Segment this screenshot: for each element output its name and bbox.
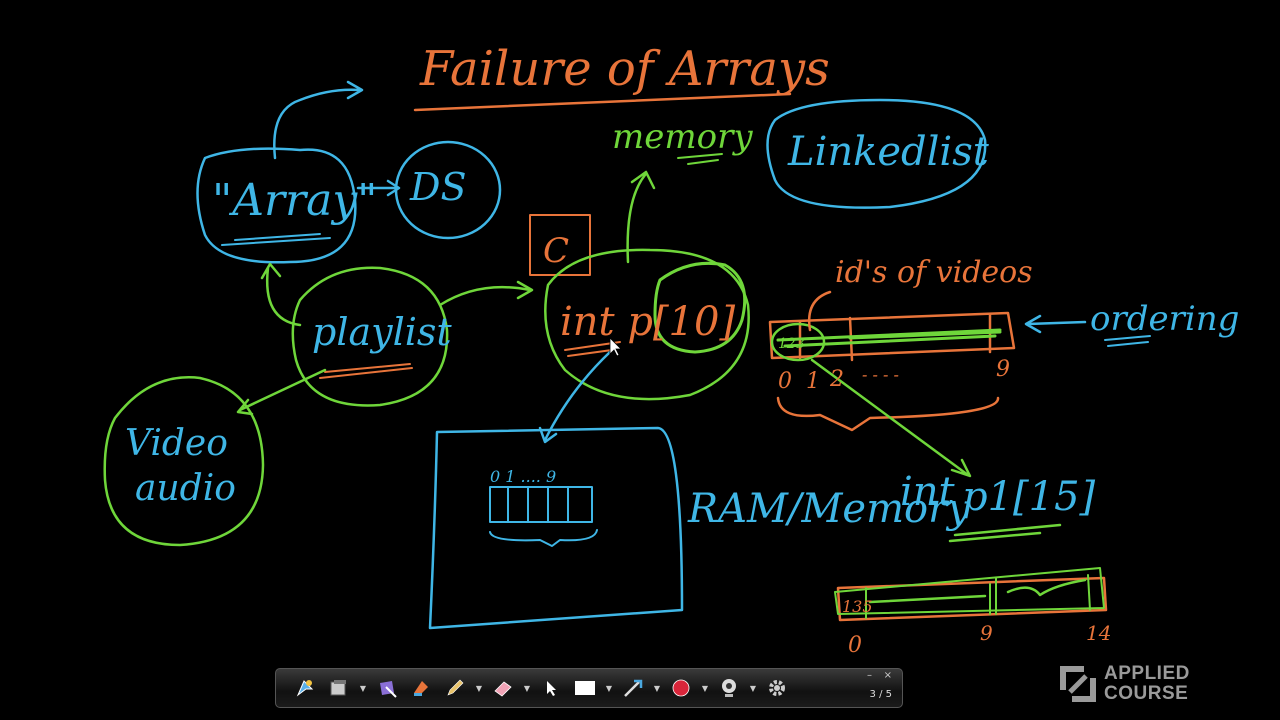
ordering-underline <box>1104 335 1151 347</box>
applied-course-logo: APPLIED COURSE <box>1058 663 1208 708</box>
big-array-dividers <box>865 574 1091 619</box>
size-highlight <box>653 261 747 354</box>
p1-label: p1[15] <box>962 474 1096 520</box>
linkedlist-label: Linkedlist <box>787 129 990 175</box>
big-array-box <box>836 576 1108 622</box>
ram-label: RAM/Memory <box>687 486 971 532</box>
ds-label: DS <box>409 165 467 209</box>
playlist-bubble <box>291 266 449 407</box>
gear-icon[interactable] <box>762 674 792 702</box>
copy-arrow <box>810 358 972 478</box>
memory-arrow <box>626 170 656 264</box>
logo-text-line1: APPLIED <box>1104 663 1190 684</box>
array-top-arrow <box>273 80 364 160</box>
big-index-0-label: 0 <box>848 633 862 658</box>
linkedlist-bubble <box>766 98 987 209</box>
index-9-label: 9 <box>996 357 1010 382</box>
c-box <box>529 214 591 276</box>
eraser-menu-caret-icon[interactable]: ▼ <box>523 683 531 693</box>
array-bubble <box>196 147 357 264</box>
array-label: "Array" <box>212 175 377 226</box>
ids-label: id's of videos <box>835 255 1033 290</box>
mouse-cursor-icon <box>609 337 622 357</box>
audio-label: audio <box>135 468 236 509</box>
index-1-label: 1 <box>806 369 820 394</box>
big-array-border <box>834 567 1105 615</box>
memory-underline <box>677 153 723 165</box>
media-bubble <box>103 376 265 547</box>
playlist-underline <box>319 363 413 379</box>
line-icon[interactable] <box>618 674 648 702</box>
order-array-brace <box>776 396 1000 432</box>
memory-label: memory <box>612 117 753 157</box>
first-cell-highlight <box>770 322 826 362</box>
array-underline <box>221 233 331 246</box>
webcam-menu-caret-icon[interactable]: ▼ <box>749 683 757 693</box>
rectangle-icon[interactable] <box>570 674 600 702</box>
highlight-icon[interactable] <box>406 674 436 702</box>
cursor-icon[interactable] <box>536 674 566 702</box>
ram-cell-brace <box>489 529 598 547</box>
int-label: int <box>900 469 956 515</box>
minimize-button[interactable]: – <box>867 670 872 681</box>
record-icon[interactable] <box>666 674 696 702</box>
playlist-array-arrow <box>260 262 302 327</box>
logo-mark-icon <box>1060 666 1096 702</box>
playlist-declaration-arrow <box>438 280 534 307</box>
playlist-video-arrow <box>236 368 327 416</box>
ram-index-label: 0 1 .... 9 <box>490 467 556 486</box>
big-array-value: 135 <box>842 597 873 616</box>
ids-arrow <box>807 290 832 332</box>
p1-underline <box>948 523 1062 543</box>
index-0-label: 0 <box>778 369 792 394</box>
ordering-arrow <box>1024 314 1087 334</box>
array-to-ds-arrow <box>356 179 401 197</box>
c-label: C <box>543 231 569 271</box>
page-counter: 3 / 5 <box>869 689 892 700</box>
board-title: Failure of Arrays <box>419 41 830 97</box>
pen-menu-caret-icon[interactable]: ▼ <box>475 683 483 693</box>
ram-box <box>428 426 684 630</box>
ram-array-cells <box>489 486 593 523</box>
big-array-fill <box>868 578 1087 604</box>
index-2-label: 2 <box>829 367 844 392</box>
record-menu-caret-icon[interactable]: ▼ <box>701 683 709 693</box>
video-label: Video <box>125 423 228 464</box>
drawing-toolbar: ▼ ▼ ▼ ▼ ▼ ▼ ▼ – × 3 / 5 <box>275 668 903 708</box>
ordering-label: ordering <box>1090 299 1239 339</box>
pointer-icon[interactable] <box>290 674 320 702</box>
order-array-fill <box>776 328 1002 348</box>
ram-pointer-arrow <box>538 350 612 444</box>
declaration-bubble <box>544 248 750 401</box>
playlist-label: playlist <box>312 310 452 354</box>
logo-text-line2: COURSE <box>1104 683 1189 704</box>
ds-bubble <box>394 140 502 240</box>
close-button[interactable]: × <box>883 670 892 681</box>
big-index-14-label: 14 <box>1086 621 1111 645</box>
page-icon[interactable] <box>324 674 354 702</box>
rectangle-menu-caret-icon[interactable]: ▼ <box>605 683 613 693</box>
cell-value-label: 123 <box>778 336 805 352</box>
shape-icon[interactable] <box>372 674 402 702</box>
big-index-9-label: 9 <box>980 621 993 645</box>
webcam-icon[interactable] <box>714 674 744 702</box>
eraser-icon[interactable] <box>488 674 518 702</box>
ram-cell-dividers <box>507 486 569 523</box>
page-menu-caret-icon[interactable]: ▼ <box>359 683 367 693</box>
index-dots-label: - - - - <box>862 365 899 384</box>
pen-icon[interactable] <box>440 674 470 702</box>
declaration-label: int p[10] <box>560 299 735 345</box>
line-menu-caret-icon[interactable]: ▼ <box>653 683 661 693</box>
title-underline <box>413 92 792 112</box>
